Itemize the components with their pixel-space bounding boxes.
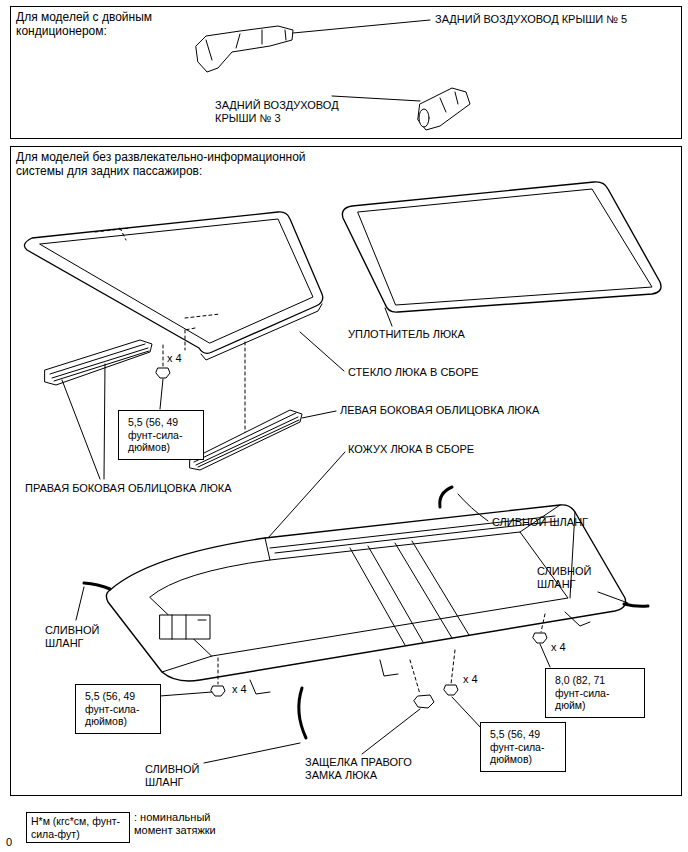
side-trim [190, 410, 302, 470]
leader-line [362, 709, 420, 754]
torque-box: 5,5 (56, 49 фунт-сила-дюймов) [480, 722, 566, 772]
housing-rail [162, 505, 575, 672]
sunroof-seal [358, 189, 652, 305]
trim-detail [194, 413, 299, 467]
torque-value: 5,5 (56, 49 фунт-сила-дюймов) [123, 413, 199, 457]
part-name: ПРАВАЯ БОКОВАЯ ОБЛИЦОВКА ЛЮКА [25, 482, 232, 495]
leader-line [302, 411, 336, 418]
glass-bracket [95, 228, 220, 330]
torque-value: 5,5 (56, 49 фунт-сила-дюймов) [485, 725, 561, 769]
leader-line [204, 743, 300, 763]
bolt [533, 633, 547, 643]
housing-opening [150, 532, 568, 656]
roof-duct [196, 26, 293, 72]
housing-bracket [250, 612, 590, 694]
leader-line [452, 697, 481, 728]
part-name: СТЕКЛО ЛЮКА В СБОРЕ [348, 366, 479, 379]
page-mark: 0 [6, 836, 12, 849]
leader-line [160, 692, 212, 696]
part-name: СЛИВНОЙ ШЛАНГ [492, 516, 588, 529]
legend-key-box: Н*м (кгс*см, фунт-сила-фут) [26, 812, 130, 843]
part-name: СЛИВНОЙ ШЛАНГ [145, 763, 207, 789]
motor-detail [172, 615, 206, 639]
part-name: ЗАДНИЙ ВОЗДУХОВОД КРЫШИ № 3 [215, 99, 365, 125]
quantity: x 4 [551, 641, 566, 654]
legend-text: : номинальный момент затяжки [134, 811, 234, 837]
sunroof-seal [342, 182, 661, 312]
bolt [444, 685, 458, 695]
duct-opening [419, 109, 429, 127]
torque-box: 5,5 (56, 49 фунт-сила-дюймов) [118, 410, 204, 460]
part-name: КОЖУХ ЛЮКА В СБОРЕ [348, 443, 474, 456]
bolt [156, 368, 170, 378]
torque-value: 5,5 (56, 49 фунт-сила-дюймов) [80, 687, 156, 731]
bolt [211, 686, 225, 696]
leader-line [76, 587, 84, 620]
dashed-guide [218, 614, 545, 694]
guide-rail [350, 541, 469, 645]
leader-line [458, 494, 488, 521]
sunroof-glass [24, 212, 322, 353]
glass-inner-edge [40, 219, 313, 343]
part-name: СЛИВНОЙ ШЛАНГ [537, 565, 599, 591]
leader-line [62, 364, 105, 479]
quantity: x 4 [167, 352, 182, 365]
quantity: x 4 [463, 673, 478, 686]
leader-line [268, 452, 345, 538]
leader-line [300, 332, 344, 371]
drain-hose [440, 487, 452, 507]
part-name: ЗАЩЕЛКА ПРАВОГО ЗАМКА ЛЮКА [305, 756, 437, 782]
torque-box: 5,5 (56, 49 фунт-сила-дюймов) [75, 684, 161, 734]
panel-heading: Для моделей с двойным кондиционером: [11, 7, 221, 42]
lock-latch [414, 695, 434, 708]
trim-detail [50, 344, 149, 381]
drain-hose [299, 688, 306, 738]
quantity: x 4 [232, 683, 247, 696]
duct-detail [440, 92, 458, 112]
drain-hose [84, 583, 110, 589]
panel-heading: Для моделей без развлекательно-информаци… [11, 147, 339, 182]
side-trim [45, 340, 152, 385]
drive-motor [160, 615, 210, 639]
leader-line [598, 592, 628, 603]
torque-box: 8,0 (82, 71 фунт-сила-дюйм) [545, 668, 645, 718]
glass-thickness [201, 304, 322, 360]
variant-panel: Для моделей с двойным кондиционером: [10, 6, 682, 139]
part-name: СЛИВНОЙ ШЛАНГ [45, 624, 107, 650]
part-name: УПЛОТНИТЕЛЬ ЛЮКА [348, 328, 465, 341]
part-name: ЗАДНИЙ ВОЗДУХОВОД КРЫШИ № 5 [435, 13, 627, 26]
leader-line [385, 308, 392, 326]
leader-line [160, 379, 163, 409]
torque-value: 8,0 (82, 71 фунт-сила-дюйм) [550, 671, 640, 715]
leader-line [332, 96, 420, 101]
leader-line [540, 644, 550, 667]
roof-duct [418, 88, 470, 130]
leader-line [293, 20, 430, 33]
duct-detail [206, 30, 286, 60]
variant-panel: Для моделей без развлекательно-информаци… [10, 146, 682, 796]
sunroof-housing [106, 505, 625, 681]
torque-value: Н*м (кгс*см, фунт-сила-фут) [31, 815, 125, 840]
part-name: ЛЕВАЯ БОКОВАЯ ОБЛИЦОВКА ЛЮКА [340, 404, 539, 417]
drain-hose [624, 604, 648, 606]
